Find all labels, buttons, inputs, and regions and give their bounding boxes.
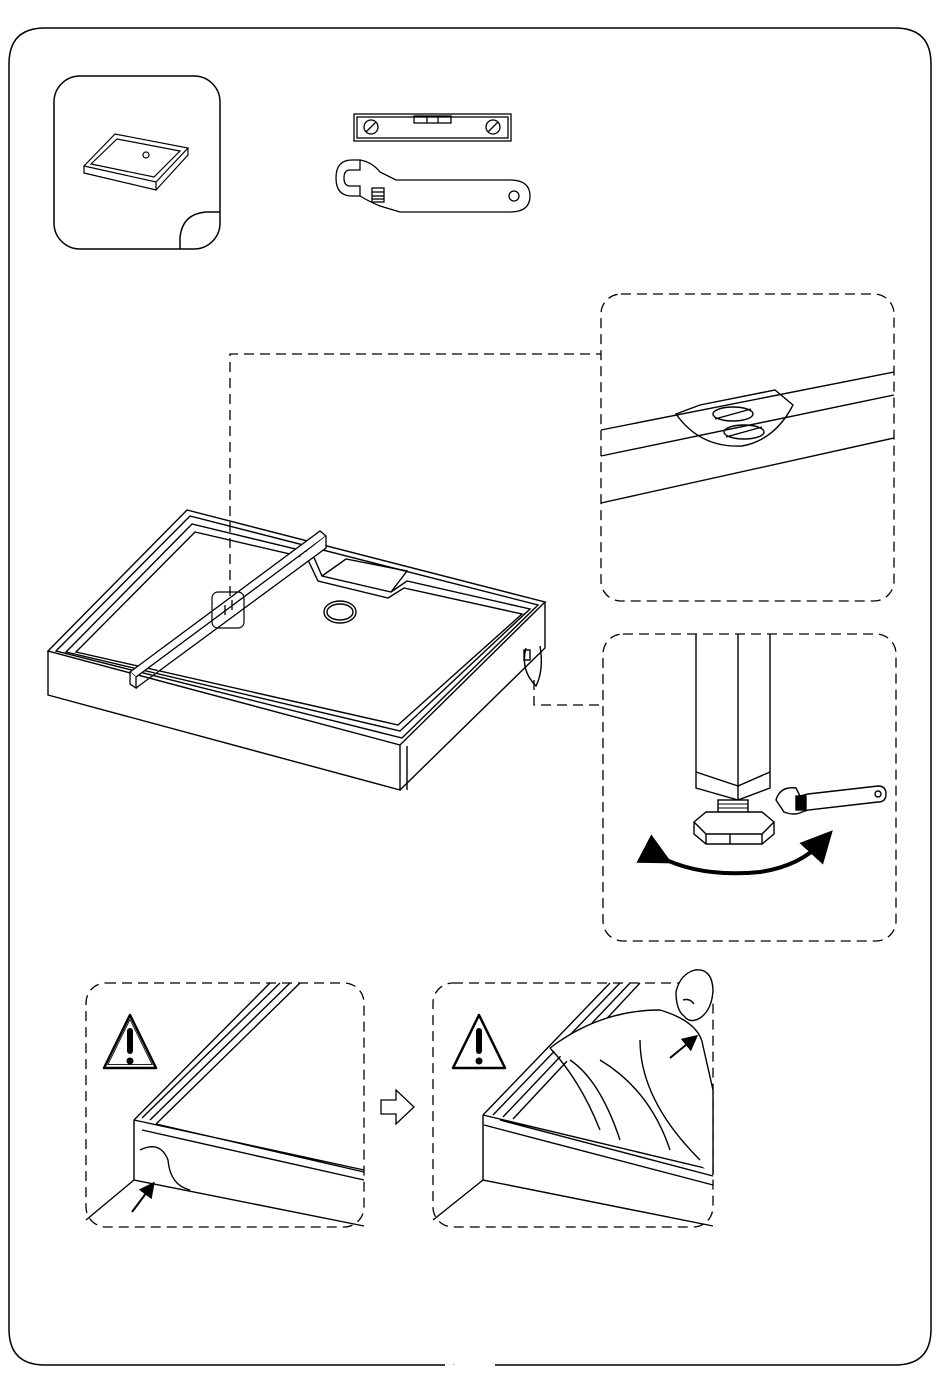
spirit-level-icon — [354, 114, 511, 141]
page-number: . — [444, 1360, 464, 1367]
level-on-tray — [130, 531, 326, 688]
part-thumbnail — [54, 76, 220, 249]
warning-step-left — [86, 983, 364, 1227]
warning-step-right — [433, 970, 713, 1227]
leader-line-level — [230, 354, 603, 705]
level-detail-box — [601, 294, 894, 601]
next-step-arrow-icon — [381, 1090, 414, 1124]
adjustable-wrench-icon — [336, 160, 530, 212]
foot-detail-box — [603, 634, 896, 941]
